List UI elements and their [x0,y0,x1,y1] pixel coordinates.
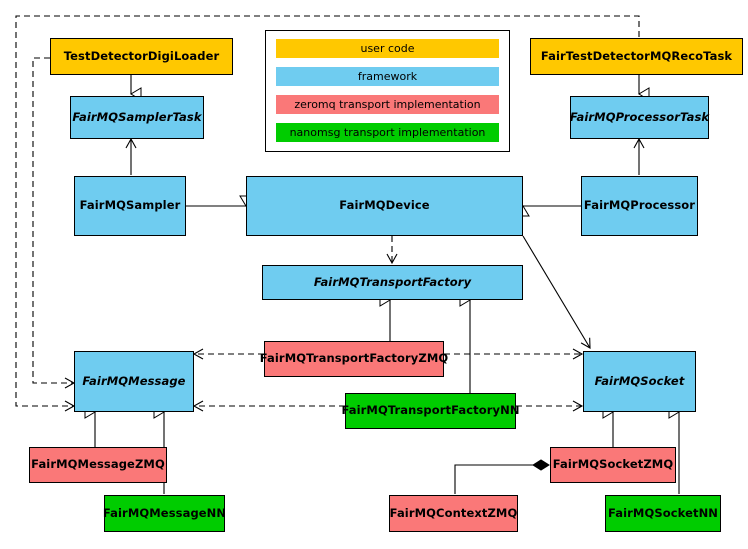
class-box-fairtestdetectormqrecotask[interactable]: FairTestDetectorMQRecoTask [530,38,743,75]
class-label-fairmqcontextzmq: FairMQContextZMQ [389,505,518,520]
class-label-fairmqprocessor: FairMQProcessor [583,198,696,213]
class-label-fairmqtransportfactoryzmq: FairMQTransportFactoryZMQ [259,351,449,366]
legend: user code framework zeromq transport imp… [265,30,510,152]
class-label-fairmqmessagezmq: FairMQMessageZMQ [31,457,165,472]
class-box-fairmqprocessor[interactable]: FairMQProcessor [581,176,698,236]
class-label-fairmqsamplertask: FairMQSamplerTask [72,109,202,124]
class-box-fairmqcontextzmq[interactable]: FairMQContextZMQ [389,495,518,532]
legend-item-user-code: user code [276,39,499,58]
class-box-fairmqmessage[interactable]: FairMQMessage [74,351,194,412]
legend-item-nanomsg: nanomsg transport implementation [276,123,499,142]
edge-device-socket [522,235,591,349]
class-label-fairtestdetectormqrecotask: FairTestDetectorMQRecoTask [540,48,733,63]
class-box-fairmqmessagenn[interactable]: FairMQMessageNN [102,495,227,532]
legend-label-zeromq: zeromq transport implementation [294,98,481,111]
class-box-fairmqsocketnn[interactable]: FairMQSocketNN [605,495,721,532]
class-label-fairmqsocketzmq: FairMQSocketZMQ [552,457,674,472]
class-box-fairmqtransportfactory[interactable]: FairMQTransportFactory [262,265,523,300]
class-box-testdetectordigiloader[interactable]: TestDetectorDigiLoader [50,38,233,75]
class-box-fairmqprocessortask[interactable]: FairMQProcessorTask [570,96,709,139]
legend-label-framework: framework [357,70,418,83]
class-label-fairmqsocket: FairMQSocket [594,373,685,388]
class-label-testdetectordigiloader: TestDetectorDigiLoader [63,48,220,63]
class-box-fairmqsamplertask[interactable]: FairMQSamplerTask [70,96,204,139]
legend-label-nanomsg: nanomsg transport implementation [289,126,486,139]
class-label-fairmqmessagenn: FairMQMessageNN [102,505,227,520]
class-label-fairmqdevice: FairMQDevice [339,198,430,213]
edge-socketzmq-contextzmq [454,459,550,494]
class-box-fairmqsocket[interactable]: FairMQSocket [583,351,696,412]
class-label-fairmqtransportfactory: FairMQTransportFactory [313,274,472,289]
class-box-fairmqdevice[interactable]: FairMQDevice [246,176,523,236]
class-box-fairmqsocketzmq[interactable]: FairMQSocketZMQ [550,447,676,483]
class-box-fairmqmessagezmq[interactable]: FairMQMessageZMQ [29,447,167,483]
class-label-fairmqmessage: FairMQMessage [82,373,186,388]
class-label-fairmqsocketnn: FairMQSocketNN [607,505,719,520]
legend-item-framework: framework [276,67,499,86]
class-label-fairmqprocessortask: FairMQProcessorTask [569,109,710,124]
legend-label-user-code: user code [360,42,415,55]
legend-item-zeromq: zeromq transport implementation [276,95,499,114]
class-box-fairmqsampler[interactable]: FairMQSampler [74,176,186,236]
class-label-fairmqsampler: FairMQSampler [79,198,181,213]
edge-digiloader-message [32,57,76,389]
class-box-fairmqtransportfactorynn[interactable]: FairMQTransportFactoryNN [341,393,519,429]
class-label-fairmqtransportfactorynn: FairMQTransportFactoryNN [341,403,520,418]
class-box-fairmqtransportfactoryzmq[interactable]: FairMQTransportFactoryZMQ [260,341,448,377]
